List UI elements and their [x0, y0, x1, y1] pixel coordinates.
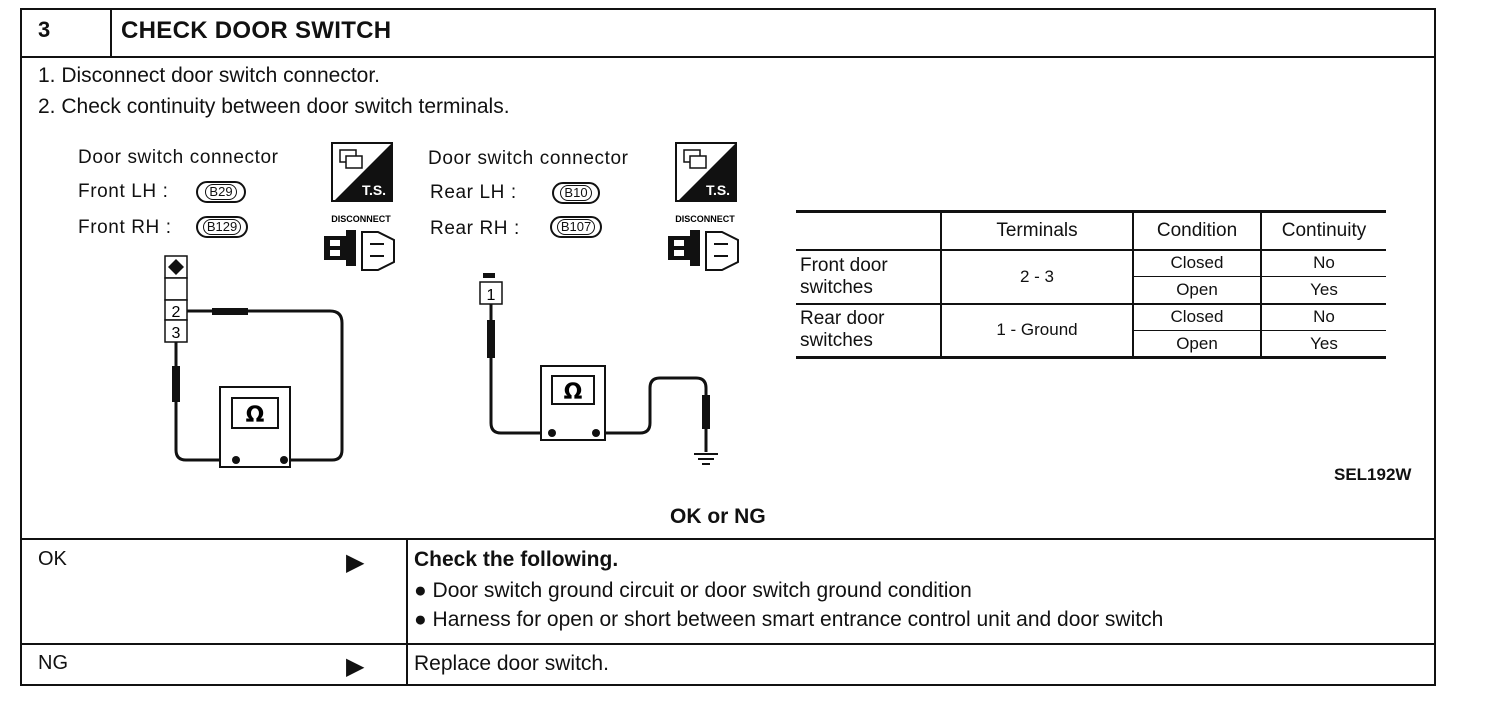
ok-item-2-text: Harness for open or short between smart …: [432, 608, 1164, 631]
rear-probe-1: [487, 320, 495, 358]
front-part-line1: Front door: [800, 254, 888, 276]
disconnect-label-rear: DISCONNECT: [675, 214, 735, 224]
ok-label: OK: [38, 548, 67, 570]
rear-rh-connector-badge: B107: [550, 216, 602, 238]
table-header-terminals: Terminals: [940, 211, 1133, 250]
rear-part-line1: Rear door: [800, 308, 885, 330]
ok-item-2: ● Harness for open or short between smar…: [414, 608, 1163, 632]
front-probe-wire-2: [187, 309, 344, 462]
ng-arrow-icon: ▶: [346, 653, 365, 680]
rear-lh-connector-id: B10: [560, 185, 592, 201]
table-row: Open Yes: [796, 330, 1386, 358]
rear-lh-label: Rear LH :: [430, 182, 517, 203]
ts-icon-rear: T.S.: [675, 142, 737, 202]
ts-label-rear: T.S.: [706, 182, 730, 198]
table-header-continuity: Continuity: [1260, 211, 1386, 250]
rear-connector-heading: Door switch connector: [428, 148, 629, 169]
rear-ground-wire: [596, 376, 708, 452]
front-ohmmeter: Ω: [219, 386, 291, 468]
instruction-2: 2. Check continuity between door switch …: [38, 95, 510, 118]
continuity-spec-table: Terminals Condition Continuity Front doo…: [796, 210, 1386, 359]
table-cell-continuity: Yes: [1260, 330, 1386, 358]
rear-rh-label: Rear RH :: [430, 218, 520, 239]
ng-text: Replace door switch.: [414, 652, 609, 675]
results-top-divider: [20, 538, 1436, 540]
front-rh-connector-badge: B129: [196, 216, 248, 238]
ts-icon-front: T.S.: [331, 142, 393, 202]
front-part-line2: switches: [800, 276, 873, 298]
front-lh-label: Front LH :: [78, 181, 169, 202]
results-column-divider: [406, 538, 408, 686]
table-header-row: Terminals Condition Continuity: [796, 211, 1386, 250]
bullet-icon: ●: [414, 608, 433, 631]
front-connector-block: 2 3: [164, 255, 188, 343]
disconnect-label-front: DISCONNECT: [331, 214, 391, 224]
ok-arrow-icon: ▶: [346, 549, 365, 576]
results-mid-divider: [20, 643, 1436, 645]
front-rh-label: Front RH :: [78, 217, 172, 238]
front-probe-2: [212, 308, 248, 315]
rear-ohm-symbol: Ω: [564, 380, 583, 405]
disconnect-icon-rear: DISCONNECT: [668, 214, 739, 271]
table-cell-condition: Open: [1132, 330, 1261, 358]
header-column-divider: [110, 8, 112, 57]
ok-item-1: ● Door switch ground circuit or door swi…: [414, 579, 972, 603]
step-title: CHECK DOOR SWITCH: [121, 17, 392, 44]
ts-label-front: T.S.: [362, 182, 386, 198]
table-cell-rear-terminals: 1 - Ground: [940, 303, 1133, 359]
front-terminal-3: 3: [172, 325, 181, 342]
table-cell-front-terminals: 2 - 3: [940, 249, 1133, 305]
table-cell-condition: Open: [1132, 276, 1261, 304]
table-cell-continuity: No: [1260, 303, 1386, 331]
ng-label: NG: [38, 652, 68, 674]
table-cell-condition: Closed: [1132, 303, 1261, 331]
bullet-icon: ●: [414, 579, 433, 602]
rear-ohmmeter: Ω: [540, 365, 606, 441]
rear-connector-block: 1: [479, 273, 503, 305]
instruction-1: 1. Disconnect door switch connector.: [38, 64, 381, 87]
front-probe-3: [172, 366, 180, 402]
front-terminal-2: 2: [172, 304, 181, 321]
procedure-frame: [20, 8, 1436, 686]
table-header-condition: Condition: [1132, 211, 1261, 250]
rear-terminal-1: 1: [487, 287, 496, 304]
ok-or-ng-question: OK or NG: [670, 505, 766, 528]
table-cell-continuity: No: [1260, 249, 1386, 277]
ok-heading: Check the following.: [414, 548, 619, 571]
table-cell-continuity: Yes: [1260, 276, 1386, 304]
ground-icon: [694, 453, 718, 465]
rear-lh-connector-badge: B10: [552, 182, 600, 204]
table-cell-condition: Closed: [1132, 249, 1261, 277]
rear-ground-probe: [702, 395, 710, 429]
rear-probe-wire-1: [489, 304, 550, 435]
rear-part-line2: switches: [800, 330, 873, 352]
front-probe-wire-3: [174, 342, 236, 462]
front-lh-connector-id: B29: [205, 184, 237, 200]
figure-code: SEL192W: [1334, 465, 1412, 484]
table-header-part: [796, 212, 941, 250]
header-divider: [20, 56, 1436, 58]
front-lh-connector-badge: B29: [196, 181, 246, 203]
rear-rh-connector-id: B107: [556, 219, 596, 235]
disconnect-icon-front: DISCONNECT: [324, 214, 395, 271]
front-rh-connector-id: B129: [202, 219, 242, 235]
front-ohm-symbol: Ω: [246, 403, 265, 428]
front-connector-heading: Door switch connector: [78, 147, 279, 168]
ok-item-1-text: Door switch ground circuit or door switc…: [432, 579, 972, 602]
step-number: 3: [38, 17, 51, 42]
